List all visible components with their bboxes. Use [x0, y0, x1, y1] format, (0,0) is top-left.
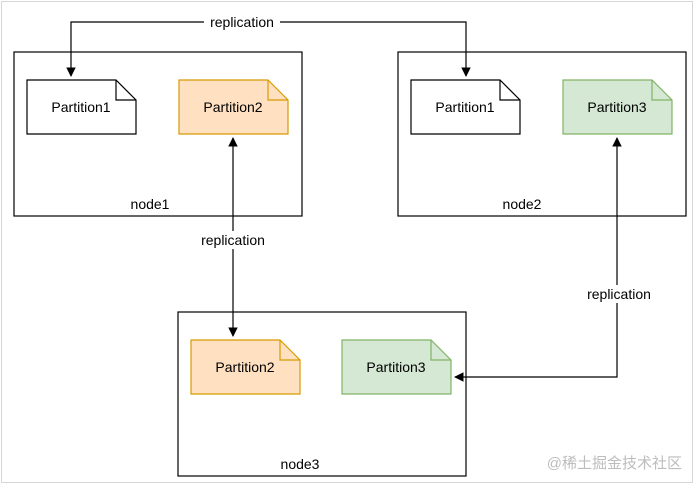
replication-label-3: replication — [587, 286, 651, 302]
node1-partition1: Partition1 — [26, 79, 137, 135]
node3-partition2-label: Partition2 — [215, 359, 274, 375]
replication-edge-3: replication — [454, 137, 658, 382]
node2-label: node2 — [503, 196, 542, 212]
node3-label: node3 — [281, 456, 320, 472]
node1-partition2-label: Partition2 — [203, 99, 262, 115]
node1-partition2: Partition2 — [178, 79, 289, 135]
replication-edge-2: replication — [194, 137, 272, 337]
replication-label-1: replication — [210, 14, 274, 30]
watermark-text: @稀土掘金技术社区 — [547, 455, 682, 472]
node2-partition1-label: Partition1 — [435, 99, 494, 115]
node1-partition1-label: Partition1 — [51, 99, 110, 115]
replication-label-2: replication — [201, 232, 265, 248]
replication-edge-1: replication — [66, 13, 471, 77]
node3-partition3-label: Partition3 — [366, 359, 425, 375]
node2-partition3: Partition3 — [562, 79, 673, 135]
node2-partition3-label: Partition3 — [587, 99, 646, 115]
node3-partition3: Partition3 — [341, 339, 452, 395]
node2-partition1: Partition1 — [410, 79, 521, 135]
node1-label: node1 — [131, 196, 170, 212]
node3-partition2: Partition2 — [190, 339, 301, 395]
